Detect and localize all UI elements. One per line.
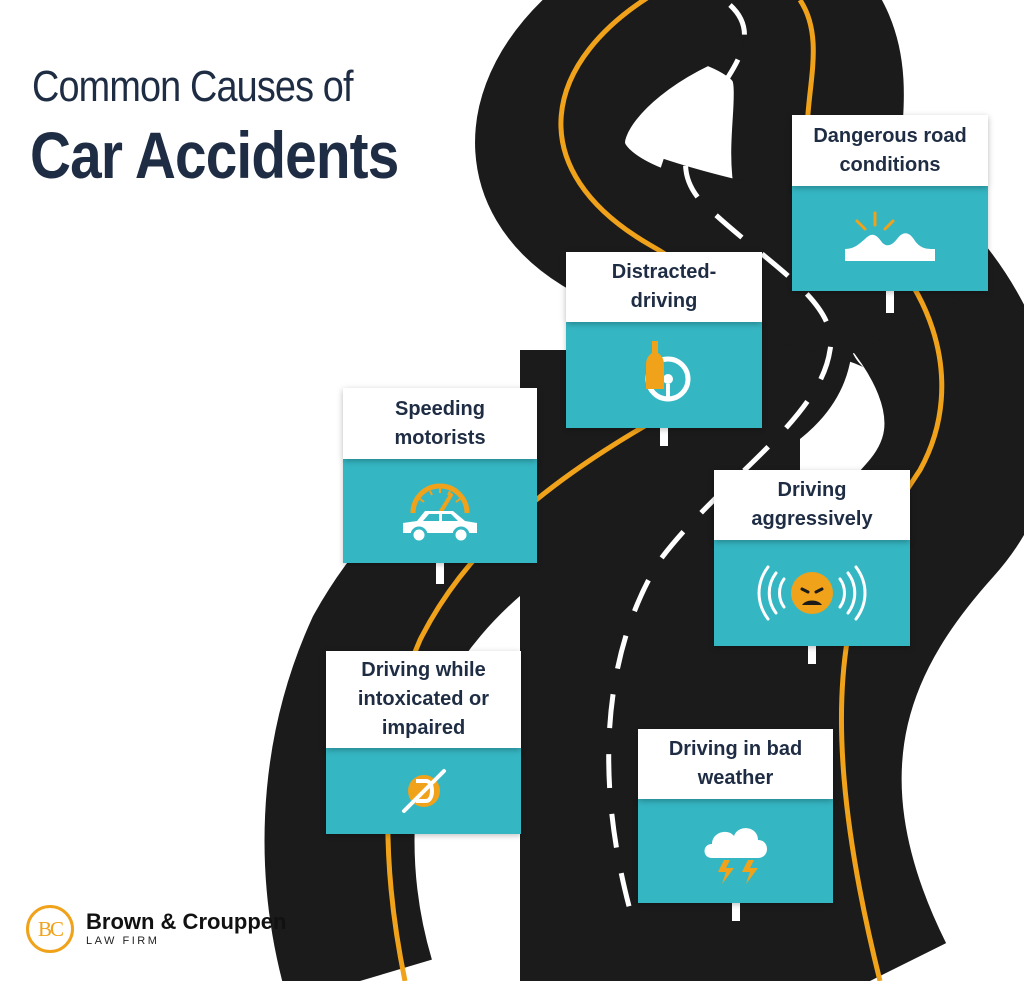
sign-driving-bad-weather: Driving in bad weather (638, 729, 833, 921)
sign-driving-intoxicated: Driving while intoxicated or impaired (326, 651, 521, 852)
sign-dangerous-road-conditions: Dangerous road conditions (792, 115, 988, 313)
sign-distracted-driving: Distracted-driving (566, 252, 762, 446)
logo-subtitle: LAW FIRM (86, 935, 160, 947)
storm-cloud-icon (704, 828, 767, 884)
sign-label: Driving in bad weather (638, 729, 833, 799)
speedometer-car-icon (403, 483, 477, 544)
no-drugs-icon (401, 769, 446, 813)
brand-logo: BC Brown & Crouppen LAW FIRM (26, 905, 286, 953)
sign-label: Speeding motorists (343, 388, 537, 459)
logo-name: Brown & Crouppen (86, 909, 287, 934)
angry-face-icon (757, 565, 867, 621)
sign-label: Driving while intoxicated or impaired (326, 651, 521, 748)
title-line-1: Common Causes of (32, 62, 353, 111)
sign-driving-aggressively: Driving aggressively (714, 470, 910, 664)
logo-monogram: BC (26, 905, 74, 953)
bottle-steering-wheel-icon (645, 341, 691, 402)
sign-speeding-motorists: Speeding motorists (343, 388, 537, 584)
sign-label: Driving aggressively (714, 470, 910, 540)
sign-label: Dangerous road conditions (792, 115, 988, 186)
road-hazard-icon (845, 211, 935, 261)
sign-label: Distracted-driving (566, 252, 762, 322)
title-line-2: Car Accidents (30, 118, 399, 192)
